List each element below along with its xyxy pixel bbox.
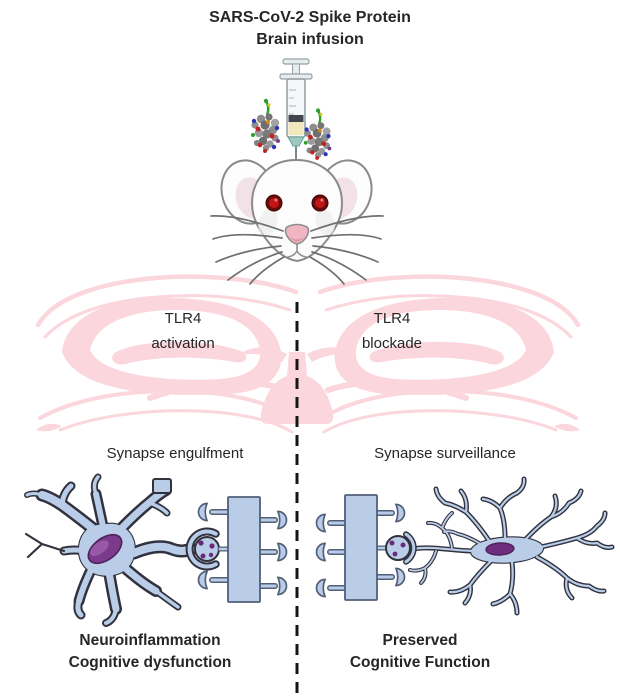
spike-protein-molecule-icon-left xyxy=(249,97,282,155)
right-outcome-line2: Cognitive Function xyxy=(349,654,491,671)
syringe-icon xyxy=(279,58,313,168)
left-receptor-line1: TLR4 xyxy=(164,310,202,327)
albino-mouse-head-icon xyxy=(210,158,384,285)
right-outcome-label: Preserved Cognitive Function xyxy=(300,630,540,674)
brain-right-half xyxy=(317,274,581,434)
syringe-liquid xyxy=(288,122,304,135)
spike-protein-molecule-icon-right xyxy=(302,107,333,162)
right-receptor-label: TLR4 blockade xyxy=(312,306,472,356)
left-outcome-line2: Cognitive dysfunction xyxy=(68,654,232,671)
activated-microglia-engulfing-synapse-icon xyxy=(24,473,220,627)
surveilled-synapse-icon xyxy=(385,531,417,565)
left-outcome-line1: Neuroinflammation xyxy=(79,632,221,649)
microglia-nucleus xyxy=(485,542,515,556)
right-synapse-label: Synapse surveillance xyxy=(374,445,516,462)
left-synapse-label: Synapse engulfment xyxy=(106,445,244,462)
mouse-eyes xyxy=(265,194,329,212)
brain-section-icon xyxy=(35,274,581,434)
microglia-nucleus xyxy=(87,533,123,565)
left-outcome-label: Neuroinflammation Cognitive dysfunction xyxy=(30,630,270,674)
left-receptor-label: TLR4 activation xyxy=(103,306,263,356)
right-receptor-line1: TLR4 xyxy=(373,310,411,327)
title-line1: SARS-CoV-2 Spike Protein xyxy=(209,9,411,26)
engulfed-synapse-icon xyxy=(185,527,220,571)
square-process-tip xyxy=(152,478,172,494)
ramified-microglia-surveilling-synapse-icon xyxy=(385,476,615,616)
mouse-whiskers xyxy=(210,215,384,285)
dendrite-with-synaptic-boutons-icon-right xyxy=(315,494,406,601)
dendrite-with-synaptic-boutons-icon-left xyxy=(197,496,288,603)
brain-left-half xyxy=(35,274,299,434)
left-receptor-line2: activation xyxy=(151,335,215,352)
right-outcome-line1: Preserved xyxy=(382,632,458,649)
title-line2: Brain infusion xyxy=(256,31,364,48)
mouse-face xyxy=(251,158,343,263)
right-receptor-line2: blockade xyxy=(361,335,423,352)
figure-title: SARS-CoV-2 Spike Protein Brain infusion xyxy=(0,7,620,51)
thin-process-fork xyxy=(24,532,66,559)
mouse-nose xyxy=(284,223,310,258)
